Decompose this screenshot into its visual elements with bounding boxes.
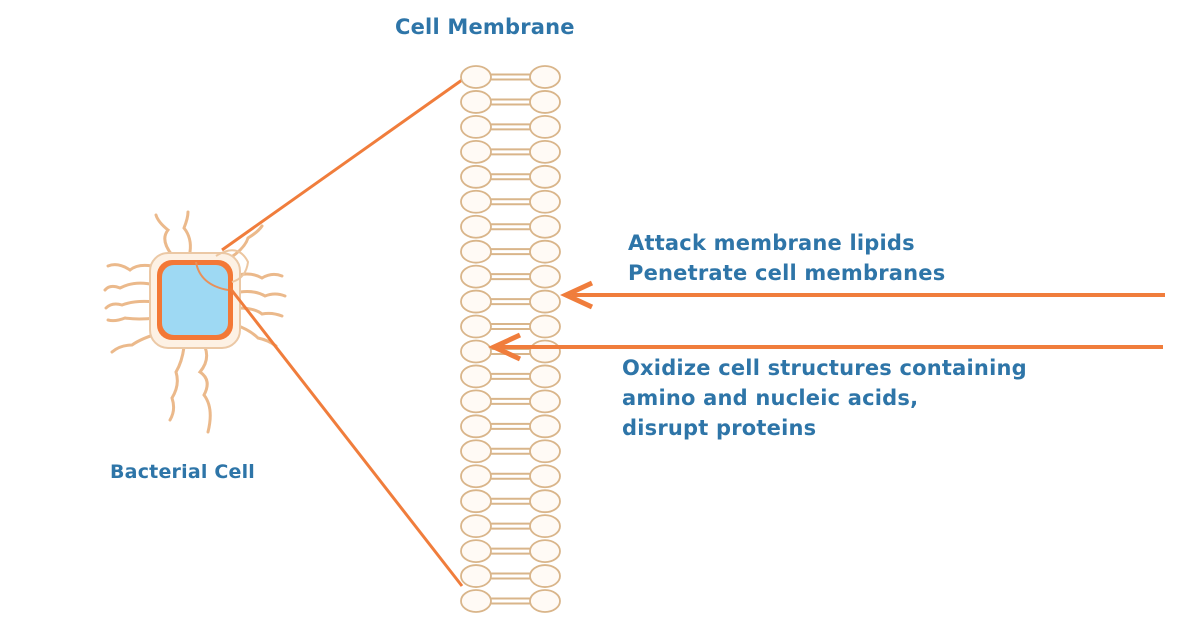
lipid-row [460, 239, 561, 264]
lipid-head [460, 489, 492, 514]
flagellum [197, 345, 212, 434]
lipid-head [460, 364, 492, 389]
action-line: Attack membrane lipids [628, 231, 915, 255]
lipid-head [529, 564, 561, 588]
arrow-oxidation [488, 332, 1163, 362]
bacterial-cell-label: Bacterial Cell [110, 461, 256, 483]
cell-inner-membrane-fold [195, 261, 229, 291]
lipid-head [529, 65, 561, 89]
flagellum [103, 281, 157, 292]
lipid-head [460, 65, 492, 89]
lipid-head [529, 264, 561, 289]
action-membrane-attack-text: Attack membrane lipids Penetrate cell me… [628, 228, 945, 288]
lipid-head [460, 90, 492, 114]
lipid-row [460, 90, 561, 114]
zoom-circle [215, 249, 250, 283]
lipid-row [460, 539, 561, 563]
lipid-head [460, 414, 492, 439]
arrowhead-icon [488, 332, 522, 362]
flagellum [106, 316, 158, 323]
lipid-head [460, 164, 492, 189]
lipid-row [460, 289, 561, 314]
lipid-row [460, 214, 561, 239]
action-line: Penetrate cell membranes [628, 261, 946, 285]
lipid-row [460, 164, 561, 189]
lipid-head [460, 514, 492, 539]
lipid-head [460, 464, 492, 489]
lipid-head [460, 564, 492, 588]
lipid-row [460, 489, 561, 514]
lipid-head [529, 239, 561, 264]
flagellum [154, 213, 174, 257]
lipid-head [529, 589, 561, 613]
lipid-head [460, 389, 492, 414]
flagellum [182, 210, 192, 254]
lipid-head [460, 289, 492, 314]
diagram-title: Cell Membrane [395, 15, 575, 39]
flagellum [236, 306, 284, 318]
lipid-bilayer [460, 65, 561, 613]
flagellum [236, 272, 284, 280]
zoom-line-bottom [228, 287, 464, 587]
lipid-head [529, 189, 561, 214]
flagellum [168, 345, 186, 422]
lipid-row [460, 439, 561, 464]
arrow-membrane-attack [560, 280, 1165, 310]
lipid-head [529, 539, 561, 563]
lipid-head [529, 414, 561, 439]
lipid-head [529, 115, 561, 139]
action-line: disrupt proteins [622, 416, 817, 440]
lipid-head [460, 115, 492, 139]
flagellum [234, 323, 278, 348]
lipid-head [460, 314, 492, 339]
lipid-head [529, 289, 561, 314]
lipid-row [460, 339, 561, 364]
lipid-row [460, 65, 561, 89]
lipid-head [529, 339, 561, 364]
cell-cytoplasm [162, 265, 228, 335]
lipid-head [460, 239, 492, 264]
lipid-row [460, 314, 561, 339]
lipid-row [460, 414, 561, 439]
lipid-head [460, 589, 492, 613]
flagellum [104, 299, 157, 310]
lipid-head [460, 189, 492, 214]
lipid-head [460, 439, 492, 464]
lipid-head [529, 364, 561, 389]
lipid-row [460, 389, 561, 414]
lipid-head [529, 314, 561, 339]
lipid-head [529, 489, 561, 514]
lipid-head [529, 90, 561, 114]
lipid-head [529, 464, 561, 489]
arrowhead-icon [560, 280, 594, 310]
bacterial-cell [103, 210, 287, 434]
lipid-head [529, 164, 561, 189]
lipid-row [460, 115, 561, 139]
action-line: amino and nucleic acids, [622, 386, 919, 410]
lipid-row [460, 564, 561, 588]
flagellum [238, 290, 287, 298]
lipid-head [460, 539, 492, 563]
lipid-head [460, 264, 492, 289]
action-oxidation-text: Oxidize cell structures containing amino… [622, 353, 1027, 443]
lipid-head [529, 214, 561, 239]
lipid-head [529, 439, 561, 464]
lipid-row [460, 514, 561, 539]
lipid-head [529, 389, 561, 414]
lipid-head [460, 214, 492, 239]
zoom-line-top [221, 78, 463, 252]
flagellum [106, 263, 162, 272]
lipid-head [460, 339, 492, 364]
action-line: Oxidize cell structures containing [622, 356, 1027, 380]
lipid-head [460, 139, 492, 164]
lipid-row [460, 364, 561, 389]
lipid-row [460, 264, 561, 289]
lipid-row [460, 139, 561, 164]
lipid-row [460, 189, 561, 214]
lipid-row [460, 464, 561, 489]
lipid-row [460, 589, 561, 613]
lipid-head [529, 514, 561, 539]
lipid-head [529, 139, 561, 164]
